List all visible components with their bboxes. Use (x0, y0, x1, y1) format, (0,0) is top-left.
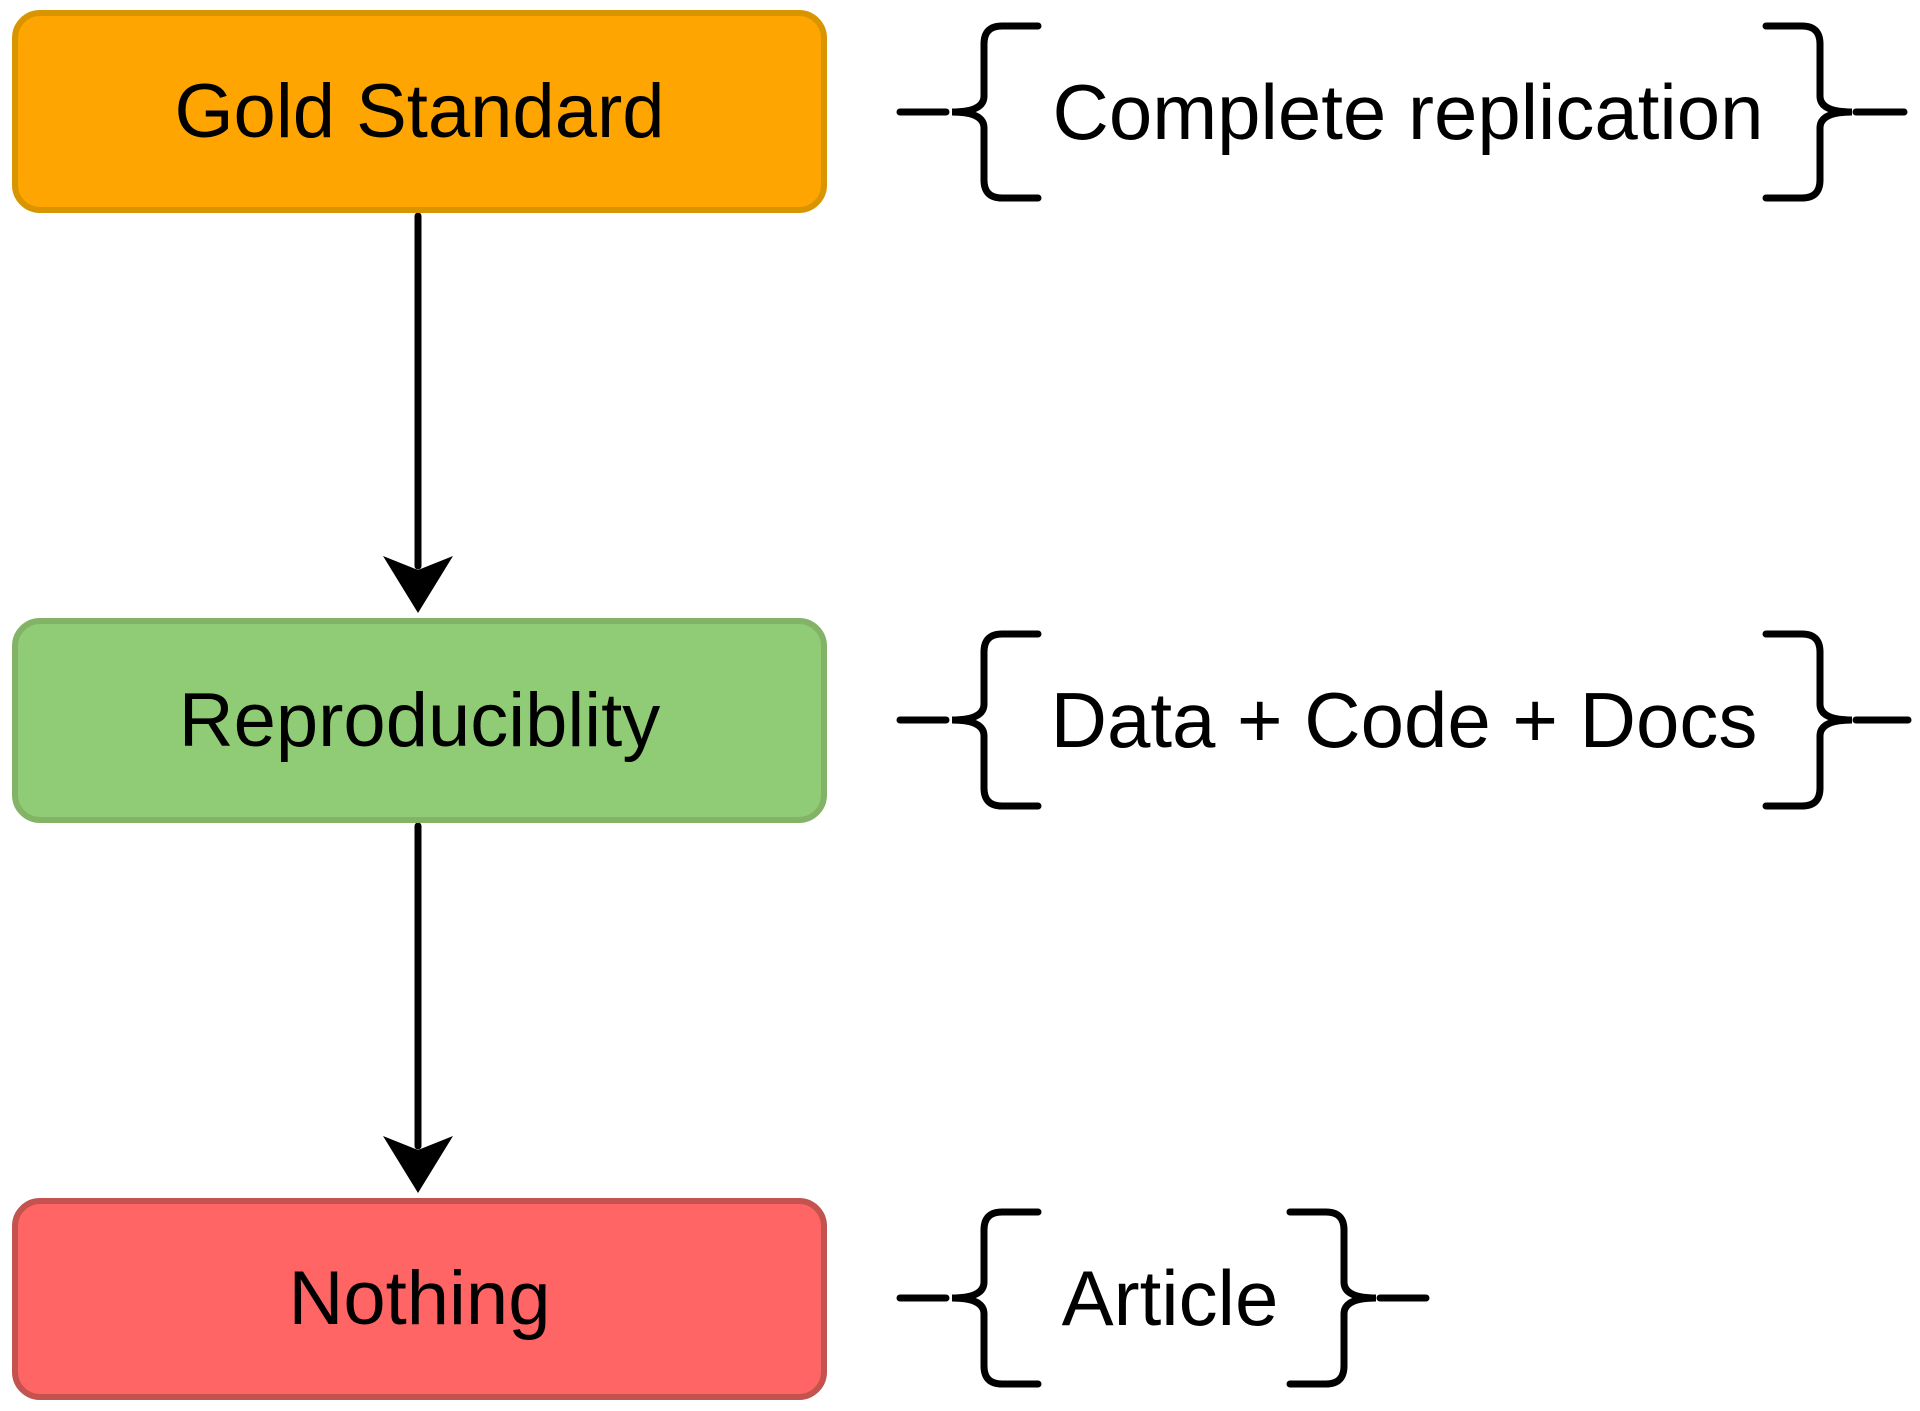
arrow-reproduciblity-to-nothing (383, 822, 453, 1193)
node-gold-standard-label: Gold Standard (174, 68, 665, 154)
node-reproduciblity-label: Reproduciblity (178, 677, 661, 763)
node-reproduciblity: Reproduciblity (12, 618, 827, 823)
annotation-complete-replication: Complete replication (1052, 68, 1764, 156)
node-nothing: Nothing (12, 1198, 827, 1400)
node-nothing-label: Nothing (288, 1256, 551, 1342)
annotation-article: Article (1061, 1254, 1279, 1342)
node-gold-standard: Gold Standard (12, 10, 827, 213)
arrow-gold-to-reproduciblity (383, 212, 453, 613)
annotation-data-code-docs: Data + Code + Docs (1050, 676, 1758, 764)
